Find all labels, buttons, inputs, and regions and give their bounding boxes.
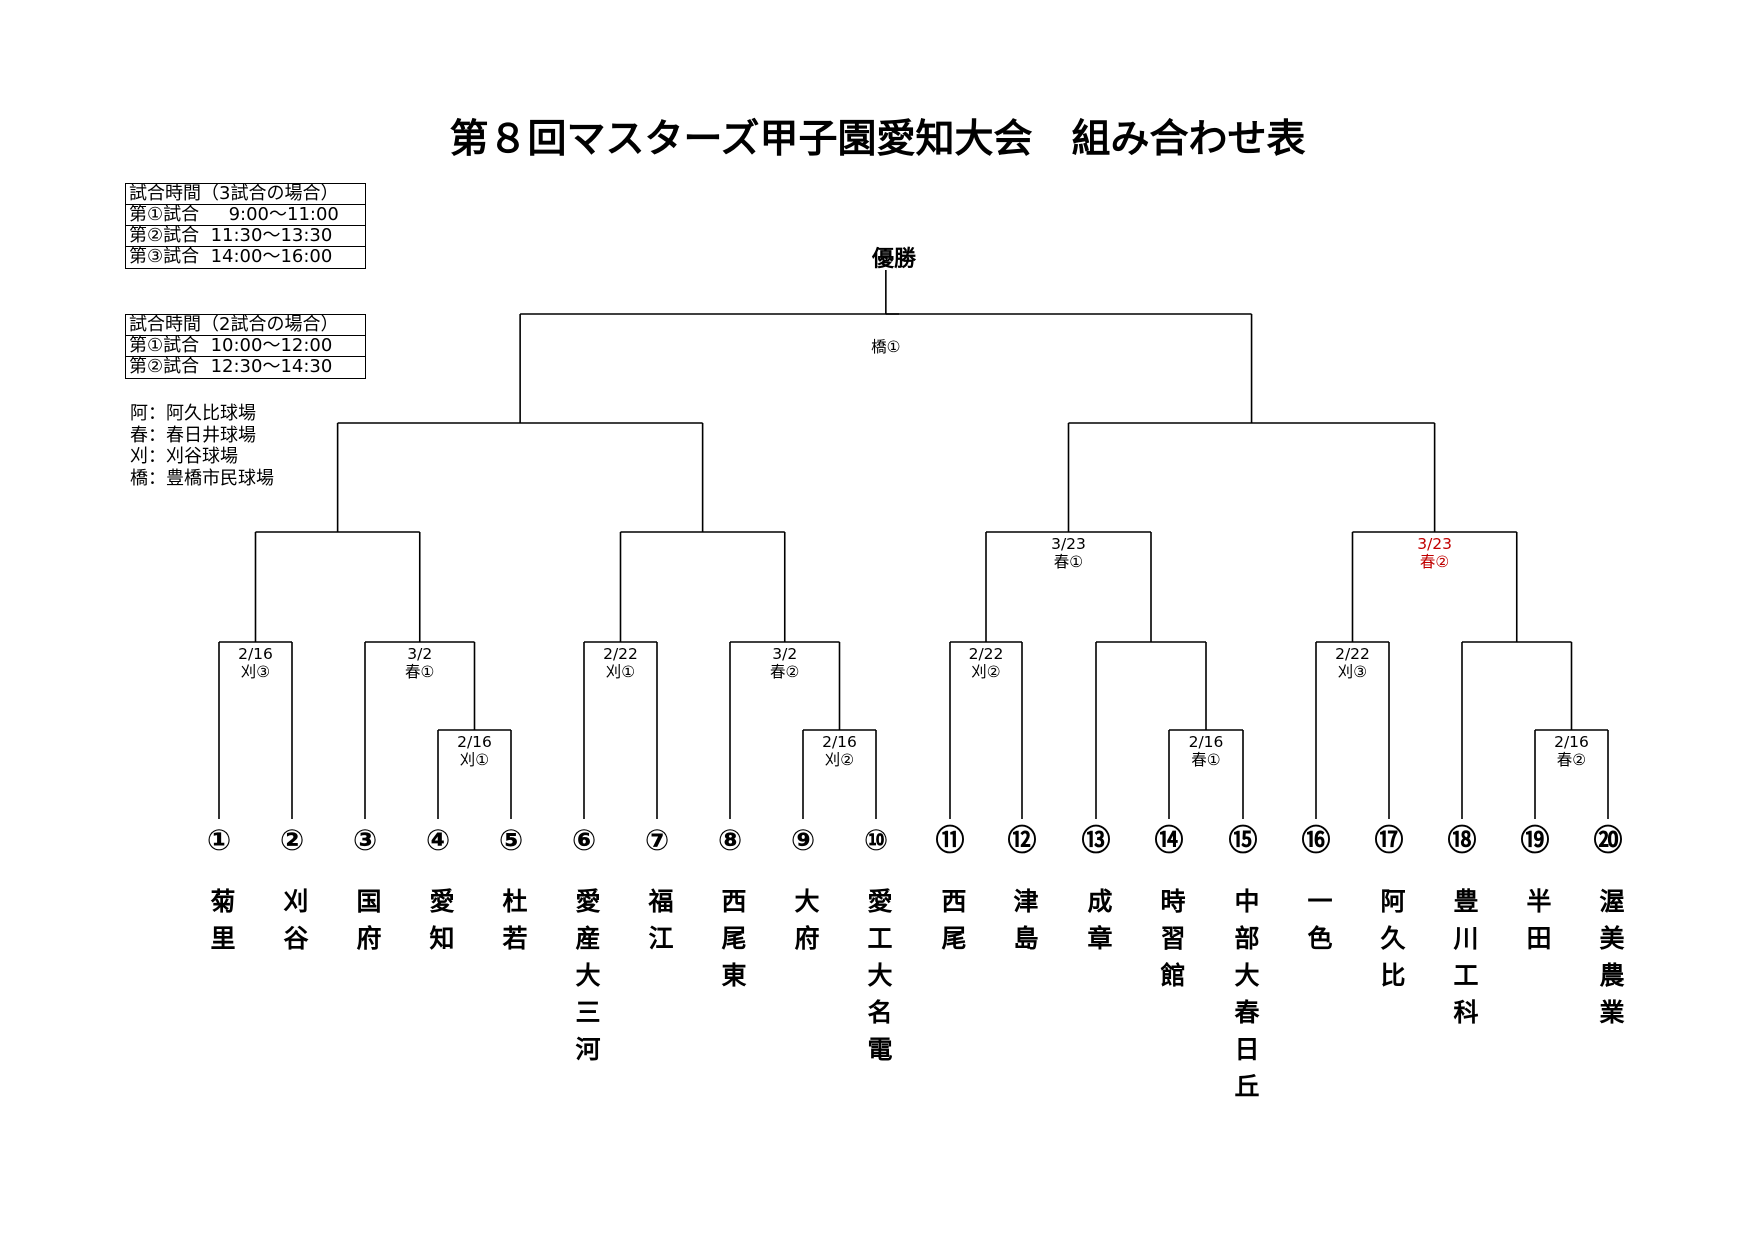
team-number: ⑦: [644, 823, 670, 857]
schedule-2-games: 試合時間（2試合の場合） 第①試合 10:00～12:00 第②試合 12:30…: [125, 314, 366, 379]
match-date: 2/16: [238, 645, 273, 663]
team-number: ⑳: [1593, 823, 1623, 857]
schedule-3-games: 試合時間（3試合の場合） 第①試合 9:00～11:00 第②試合 11:30～…: [125, 183, 366, 269]
match-venue: 春②: [1556, 751, 1587, 769]
team-number: ⑩: [863, 823, 889, 857]
team-name: 愛産大三河: [572, 888, 601, 1073]
legend-item: 阿：阿久比球場: [130, 403, 256, 424]
schedule-row: 第①試合 10:00～12:00: [126, 336, 365, 357]
team-name: 西尾東: [718, 888, 747, 999]
match-venue: 春②: [770, 663, 800, 681]
team-name: 中部大春日丘: [1231, 888, 1260, 1110]
team-number: ④: [425, 823, 451, 857]
team-name: 半田: [1523, 888, 1552, 962]
match-venue: 刈②: [824, 751, 855, 769]
match-date: 3/2: [772, 645, 798, 663]
team-name: 福江: [645, 888, 674, 962]
team-name: 時習館: [1157, 888, 1186, 999]
team-number: ⑱: [1447, 823, 1477, 857]
team-number: ⑧: [717, 823, 743, 857]
match-venue: 刈③: [240, 663, 271, 681]
match-date: 2/16: [1554, 733, 1589, 751]
team-number: ⑥: [571, 823, 597, 857]
venue-legend: 阿：阿久比球場 春：春日井球場 刈：刈谷球場 橋：豊橋市民球場: [130, 403, 274, 489]
team-number: ②: [279, 823, 305, 857]
team-name: 国府: [353, 888, 382, 962]
schedule-header: 試合時間（3試合の場合）: [126, 184, 365, 205]
match-date: 3/23: [1417, 535, 1453, 553]
team-name: 大府: [791, 888, 820, 962]
match-date: 2/22: [968, 645, 1004, 663]
schedule-row: 第③試合 14:00～16:00: [129, 246, 333, 267]
team-name: 愛工大名電: [864, 888, 893, 1073]
team-number: ⑪: [935, 823, 965, 857]
match-date: 2/16: [457, 733, 492, 751]
match-date: 2/22: [603, 645, 638, 663]
team-name: 豊川工科: [1450, 888, 1479, 1036]
team-name: 愛知: [426, 888, 455, 962]
match-venue: 刈③: [1337, 663, 1368, 681]
match-venue: 春①: [1191, 751, 1221, 769]
team-number: ⑫: [1007, 823, 1037, 857]
schedule-row: 第②試合 11:30～13:30: [126, 226, 365, 247]
match-date: 2/22: [1335, 645, 1370, 663]
match-venue: 春①: [405, 663, 435, 681]
team-name: 阿久比: [1377, 888, 1406, 999]
team-number: ③: [352, 823, 378, 857]
team-name: 津島: [1010, 888, 1039, 962]
team-number: ⑲: [1520, 823, 1550, 857]
match-date: 2/16: [822, 733, 857, 751]
schedule-row: 第①試合 9:00～11:00: [126, 205, 365, 226]
champion-label: 優勝: [872, 247, 917, 272]
team-name: 杜若: [499, 888, 528, 962]
legend-item: 春：春日井球場: [130, 424, 256, 446]
team-number: ⑭: [1154, 823, 1184, 857]
match-venue: 刈①: [605, 663, 636, 681]
match-venue: 春②: [1419, 553, 1450, 571]
match-venue: 春①: [1053, 553, 1084, 571]
team-name: 成章: [1084, 888, 1113, 962]
match-venue: 刈①: [459, 751, 490, 769]
match-date: 3/2: [407, 645, 433, 663]
team-number: ⑨: [790, 823, 816, 857]
team-name: 渥美農業: [1596, 888, 1625, 1036]
team-name: 一色: [1304, 888, 1333, 962]
legend-item: 刈：刈谷球場: [130, 446, 238, 467]
team-number: ⑰: [1374, 823, 1404, 857]
schedule-header: 試合時間（2試合の場合）: [126, 315, 365, 336]
team-name: 西尾: [938, 888, 967, 962]
team-number: ⑮: [1228, 823, 1258, 857]
page-title: 第８回マスターズ甲子園愛知大会 組み合わせ表: [449, 117, 1306, 162]
team-name: 菊里: [207, 888, 236, 962]
match-date: 2/16: [1188, 733, 1224, 751]
match-date: 3/23: [1051, 535, 1086, 553]
final-match-label: 橋①: [871, 338, 901, 356]
team-name: 刈谷: [280, 888, 309, 962]
match-venue: 刈②: [971, 663, 1001, 681]
team-number: ⑤: [498, 823, 524, 857]
team-number: ⑬: [1081, 823, 1111, 857]
legend-item: 橋：豊橋市民球場: [130, 467, 274, 489]
team-number: ⑯: [1301, 823, 1331, 857]
schedule-row: 第②試合 12:30～14:30: [129, 356, 333, 377]
team-number: ①: [206, 823, 232, 857]
